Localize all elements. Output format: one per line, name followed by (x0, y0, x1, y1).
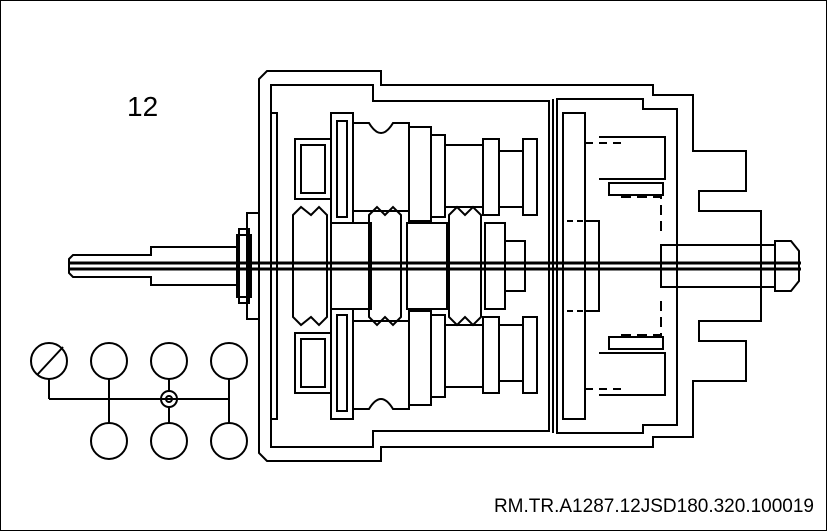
main-shaft (68, 234, 801, 298)
shift-pattern (30, 342, 248, 460)
range-section (562, 112, 666, 420)
gear-position-reverse-slash (36, 346, 64, 376)
neutral-marker-icon (160, 390, 178, 408)
gears-lower (294, 308, 538, 420)
synchronizers (292, 205, 526, 327)
step-number: 12 (127, 91, 159, 122)
housing-outline (258, 70, 762, 462)
gear-position-5-icon (210, 422, 248, 460)
front-wall (238, 112, 278, 420)
gear-position-1-icon (90, 422, 128, 460)
gear-position-3-icon (150, 422, 188, 460)
gear-position-4-icon (150, 342, 188, 380)
gears-upper (294, 112, 538, 224)
reference-code: RM.TR.A1287.12JSD180.320.100019 (493, 496, 814, 517)
gear-position-2-icon (90, 342, 128, 380)
gear-position-reverse-icon (30, 342, 68, 380)
gear-position-6-icon (210, 342, 248, 380)
neutral-marker-dot-icon (165, 395, 173, 403)
